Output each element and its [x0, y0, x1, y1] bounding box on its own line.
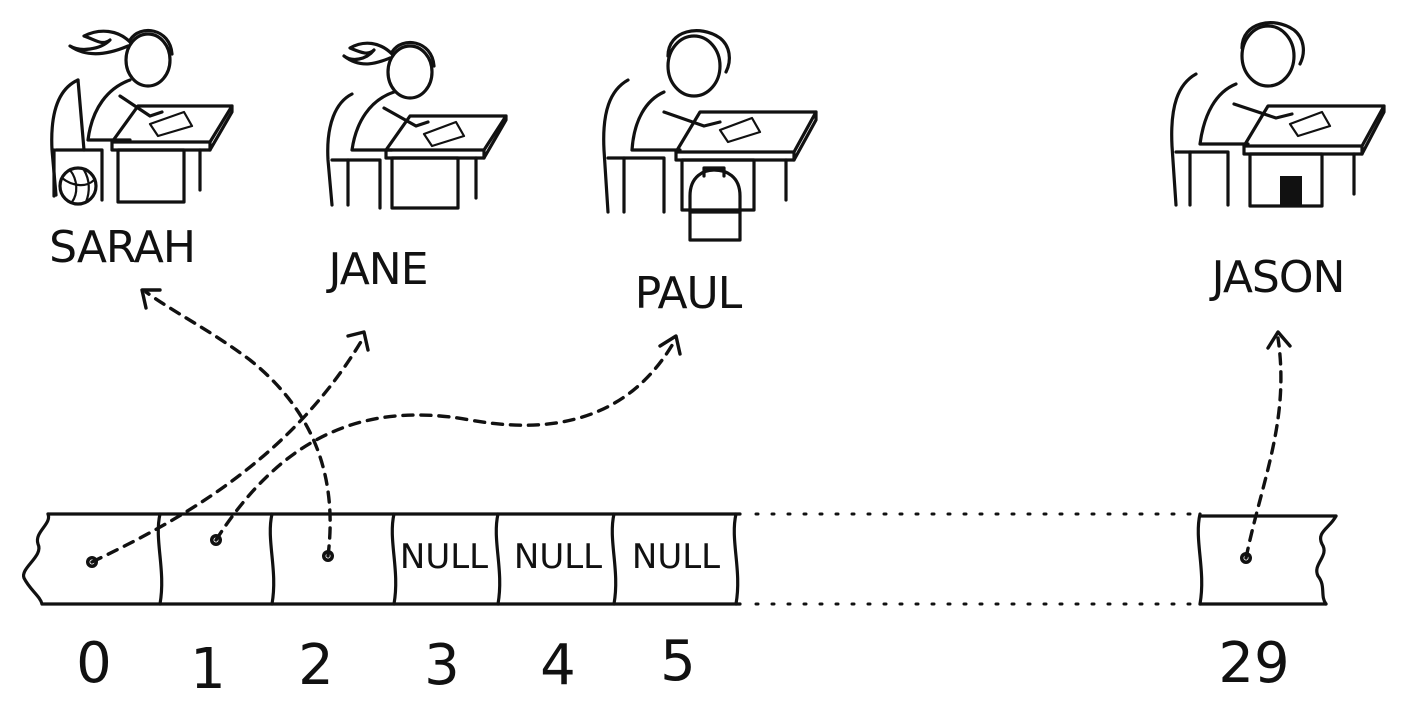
student-at-desk-icon [326, 41, 508, 210]
index-label-0: 0 [76, 631, 112, 696]
index-label-1: 1 [190, 637, 226, 702]
student-name-paul: PAUL [635, 268, 743, 319]
box-icon [1280, 176, 1302, 206]
cell-3-null-label: NULL [400, 537, 488, 577]
pointer-arrow-29-to-jason [1244, 336, 1283, 560]
index-label-4: 4 [540, 633, 576, 698]
student-name-jane: JANE [325, 244, 427, 295]
student-paul-figure [602, 29, 818, 242]
pointer-arrow-2-to-sarah [144, 290, 332, 558]
student-name-sarah: SARAH [49, 222, 195, 273]
cell-5-null-label: NULL [632, 537, 720, 577]
cell-4-null-label: NULL [514, 537, 602, 577]
backpack-icon [688, 166, 742, 242]
student-jane-figure [326, 41, 508, 210]
index-label-2: 2 [298, 633, 334, 698]
student-jason-figure [1170, 21, 1386, 208]
index-label-29: 29 [1218, 631, 1289, 696]
student-at-desk-icon [602, 29, 818, 214]
student-name-jason: JASON [1209, 252, 1345, 303]
index-label-5: 5 [660, 629, 696, 694]
student-at-desk-icon [1170, 21, 1386, 208]
index-label-3: 3 [424, 633, 460, 698]
array-strip [22, 512, 1338, 606]
basketball-icon [58, 166, 98, 206]
student-at-desk-icon [50, 29, 234, 204]
student-sarah-figure [50, 29, 234, 206]
pointer-arrow-1-to-paul [214, 340, 676, 542]
pointer-arrow-0-to-jane [90, 338, 364, 564]
array-right-edge [1315, 514, 1338, 606]
array-left-edge [22, 512, 51, 606]
